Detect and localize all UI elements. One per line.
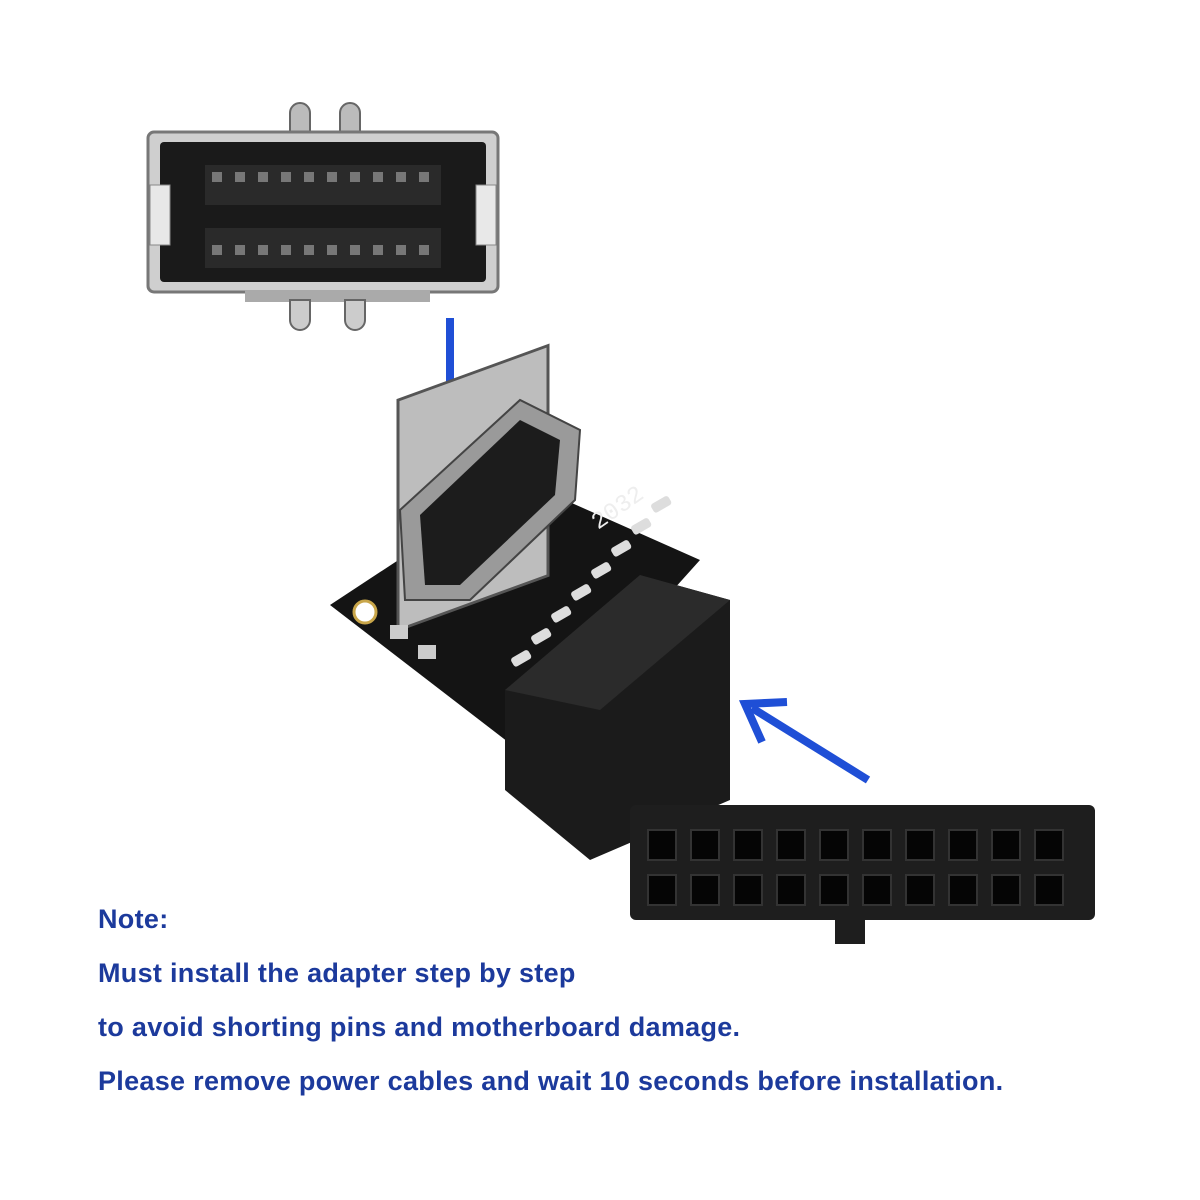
pin-hole	[1034, 829, 1064, 861]
pin	[304, 172, 314, 182]
arrow-left-icon	[738, 698, 871, 784]
pin-hole	[690, 829, 720, 861]
pin	[212, 245, 222, 255]
pin-hole	[733, 874, 763, 906]
pin-hole	[991, 829, 1021, 861]
pin-hole	[690, 874, 720, 906]
pin-hole	[819, 874, 849, 906]
pin-hole	[647, 874, 677, 906]
solder-pad	[631, 518, 652, 535]
pin-hole	[948, 874, 978, 906]
pin	[327, 172, 337, 182]
pin-hole	[948, 829, 978, 861]
solder-pad	[551, 606, 572, 623]
pin-hole	[647, 829, 677, 861]
pin	[281, 245, 291, 255]
solder-pad	[571, 584, 592, 601]
note-title: Note:	[98, 904, 169, 934]
pin	[327, 245, 337, 255]
pin	[419, 245, 429, 255]
solder-pad	[611, 540, 632, 557]
note-line-2: to avoid shorting pins and motherboard d…	[98, 1012, 741, 1042]
solder-pad	[511, 650, 532, 667]
pin-hole	[776, 874, 806, 906]
adapter-board: 2032	[330, 343, 730, 860]
pin-hole	[991, 874, 1021, 906]
pin	[419, 172, 429, 182]
pin	[304, 245, 314, 255]
pin-hole	[905, 829, 935, 861]
pin-hole	[862, 829, 892, 861]
pin-hole	[905, 874, 935, 906]
pin-hole	[733, 829, 763, 861]
pin-hole	[862, 874, 892, 906]
pin	[281, 172, 291, 182]
pin	[373, 245, 383, 255]
pin	[373, 172, 383, 182]
solder-pad	[591, 562, 612, 579]
pin	[235, 245, 245, 255]
note-line-1: Must install the adapter step by step	[98, 958, 576, 988]
pin	[258, 172, 268, 182]
pin	[350, 245, 360, 255]
pin	[258, 245, 268, 255]
pin-hole	[776, 829, 806, 861]
pin	[350, 172, 360, 182]
solder-pad	[531, 628, 552, 645]
header-connector	[630, 805, 1095, 944]
note-line-3: Please remove power cables and wait 10 s…	[98, 1066, 1004, 1096]
pin	[212, 172, 222, 182]
pin	[235, 172, 245, 182]
pin-hole	[819, 829, 849, 861]
pin-hole	[1034, 874, 1064, 906]
pin	[396, 172, 406, 182]
solder-pad	[651, 496, 672, 513]
pin	[396, 245, 406, 255]
type-e-connector	[146, 102, 500, 331]
